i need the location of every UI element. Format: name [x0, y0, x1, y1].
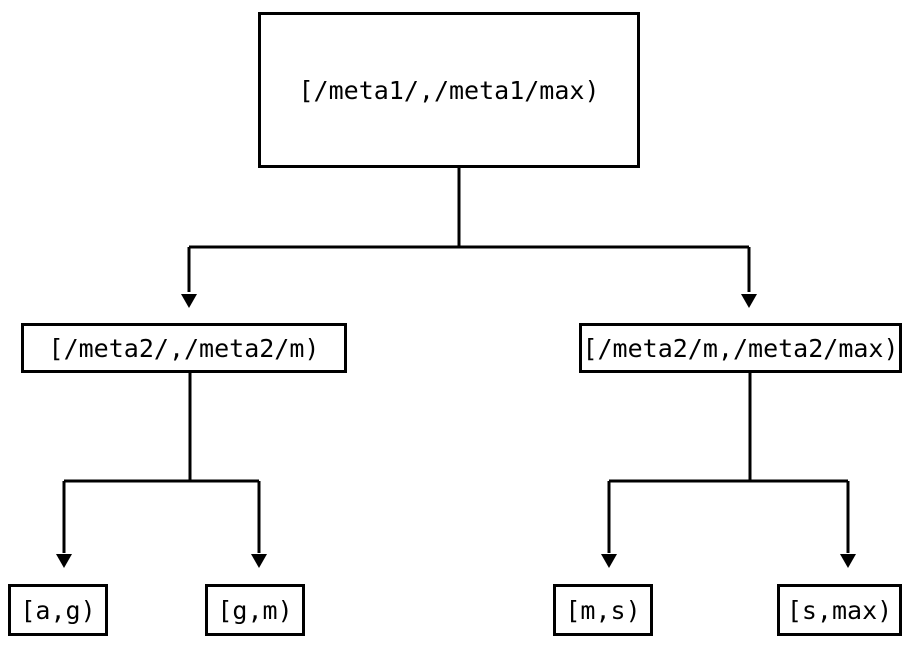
- node-mid-left-label: [/meta2/,/meta2/m): [48, 333, 320, 363]
- arrowhead-leaf2: [251, 554, 267, 568]
- arrowhead-mid-left: [181, 294, 197, 308]
- node-leaf-m-s-label: [m,s): [565, 595, 641, 625]
- node-leaf-s-max[interactable]: [s,max): [777, 584, 902, 636]
- node-leaf-m-s[interactable]: [m,s): [553, 584, 653, 636]
- node-leaf-g-m[interactable]: [g,m): [205, 584, 305, 636]
- arrowhead-leaf4: [840, 554, 856, 568]
- node-leaf-a-g[interactable]: [a,g): [8, 584, 108, 636]
- node-mid-left[interactable]: [/meta2/,/meta2/m): [21, 323, 347, 373]
- node-mid-right-label: [/meta2/m,/meta2/max): [582, 333, 899, 363]
- node-leaf-s-max-label: [s,max): [786, 595, 893, 625]
- node-root[interactable]: [/meta1/,/meta1/max): [258, 12, 640, 168]
- node-root-label: [/meta1/,/meta1/max): [298, 75, 600, 105]
- node-leaf-g-m-label: [g,m): [217, 595, 293, 625]
- node-leaf-a-g-label: [a,g): [20, 595, 96, 625]
- arrowhead-leaf3: [601, 554, 617, 568]
- arrowhead-mid-right: [741, 294, 757, 308]
- arrowhead-leaf1: [56, 554, 72, 568]
- node-mid-right[interactable]: [/meta2/m,/meta2/max): [579, 323, 902, 373]
